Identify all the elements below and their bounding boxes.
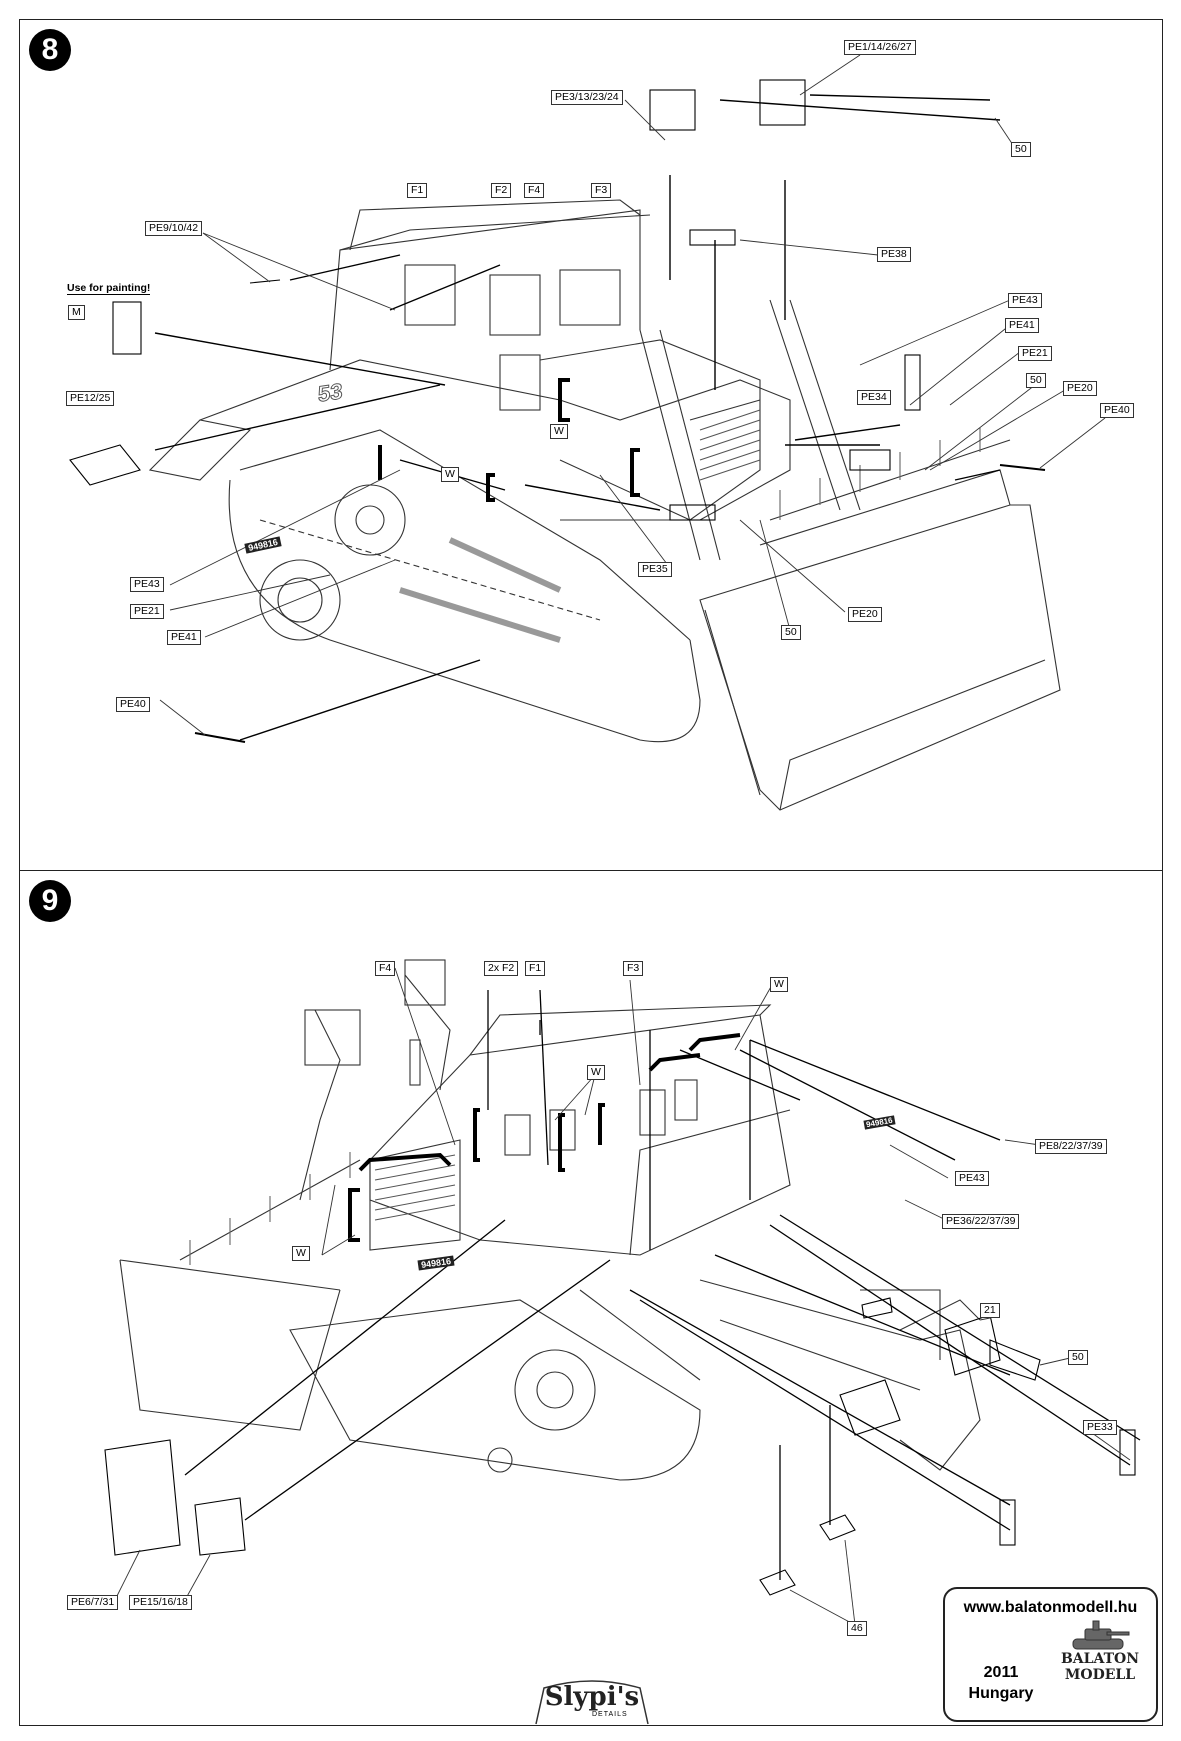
tank-logo-icon — [1072, 1620, 1130, 1650]
label9-pe36: PE36/22/37/39 — [942, 1214, 1020, 1229]
label9-w-left: W — [292, 1246, 310, 1261]
label-pe40-left: PE40 — [116, 697, 150, 712]
label9-pe43: PE43 — [955, 1171, 989, 1186]
label-pe34: PE34 — [857, 390, 891, 405]
label-pe41-right: PE41 — [1005, 318, 1039, 333]
brand-name: Slypi's — [544, 1682, 640, 1712]
side-number-decal: 53 — [318, 378, 343, 407]
balaton-modell-logo: BALATON MODELL — [1057, 1651, 1143, 1683]
year-text: 2011 — [983, 1664, 1019, 1681]
label-f3: F3 — [591, 183, 612, 198]
label9-w-mid: W — [587, 1065, 605, 1080]
label-pe21-left: PE21 — [130, 604, 164, 619]
label-pe9: PE9/10/42 — [145, 221, 203, 236]
step-9-badge: 9 — [29, 880, 71, 922]
step8-leader-arrows — [154, 94, 1001, 741]
brand-sub: DETAILS — [592, 1711, 628, 1718]
country-text: Hungary — [968, 1685, 1034, 1702]
step9-bulldozer-drawing — [119, 959, 981, 1481]
label-pe35: PE35 — [638, 562, 672, 577]
step9-leader-arrows — [184, 989, 1141, 1580]
label-pe1: PE1/14/26/27 — [844, 40, 916, 55]
label-pe20-bottom: PE20 — [848, 607, 882, 622]
label-50-mid: 50 — [1026, 373, 1046, 388]
publisher-info-box: www.balatonmodell.hu 2011 Hungary BALATO… — [943, 1587, 1158, 1722]
step-divider — [19, 870, 1163, 871]
label9-pe8: PE8/22/37/39 — [1035, 1139, 1107, 1154]
label-f2: F2 — [491, 183, 512, 198]
label9-f3: F3 — [623, 961, 644, 976]
label-f1: F1 — [407, 183, 428, 198]
label9-pe6: PE6/7/31 — [67, 1595, 119, 1610]
label-pe20-right: PE20 — [1063, 381, 1097, 396]
label-pe43-right: PE43 — [1008, 293, 1042, 308]
label9-w-top: W — [770, 977, 788, 992]
instruction-sheet-frame — [19, 19, 1163, 1726]
step8-bulldozer-drawing — [148, 199, 1061, 811]
label9-f4: F4 — [375, 961, 396, 976]
label-pe3: PE3/13/23/24 — [551, 90, 623, 105]
step8-parts — [69, 79, 1046, 743]
label-m: M — [68, 305, 85, 320]
label-50-top: 50 — [1011, 142, 1031, 157]
step9-parts — [104, 1297, 1136, 1596]
label-pe38: PE38 — [877, 247, 911, 262]
label9-50: 50 — [1068, 1350, 1088, 1365]
step-8-badge: 8 — [29, 29, 71, 71]
label9-2xf2: 2x F2 — [484, 961, 519, 976]
label-50-bottom: 50 — [781, 625, 801, 640]
logo-line-1: BALATON — [1060, 1651, 1140, 1667]
label9-pe33: PE33 — [1083, 1420, 1117, 1435]
label-w-lower: W — [441, 467, 459, 482]
website-text: www.balatonmodell.hu — [963, 1599, 1138, 1616]
use-for-painting-note: Use for painting! — [67, 282, 151, 295]
label-f4: F4 — [524, 183, 545, 198]
step8-handles — [486, 378, 640, 502]
label9-21: 21 — [980, 1303, 1000, 1318]
slypis-brand-logo: Slypi's DETAILS — [532, 1678, 652, 1726]
label9-f1: F1 — [525, 961, 546, 976]
label-pe41-left: PE41 — [167, 630, 201, 645]
logo-line-2: MODELL — [1064, 1667, 1136, 1683]
label-pe21-right: PE21 — [1018, 346, 1052, 361]
label-pe12: PE12/25 — [66, 391, 115, 406]
label-pe40-right: PE40 — [1100, 403, 1134, 418]
label-pe43-left: PE43 — [130, 577, 164, 592]
label9-pe15: PE15/16/18 — [129, 1595, 192, 1610]
label-w-upper: W — [550, 424, 568, 439]
label9-46: 46 — [847, 1621, 867, 1636]
step9-handles — [348, 1033, 741, 1242]
